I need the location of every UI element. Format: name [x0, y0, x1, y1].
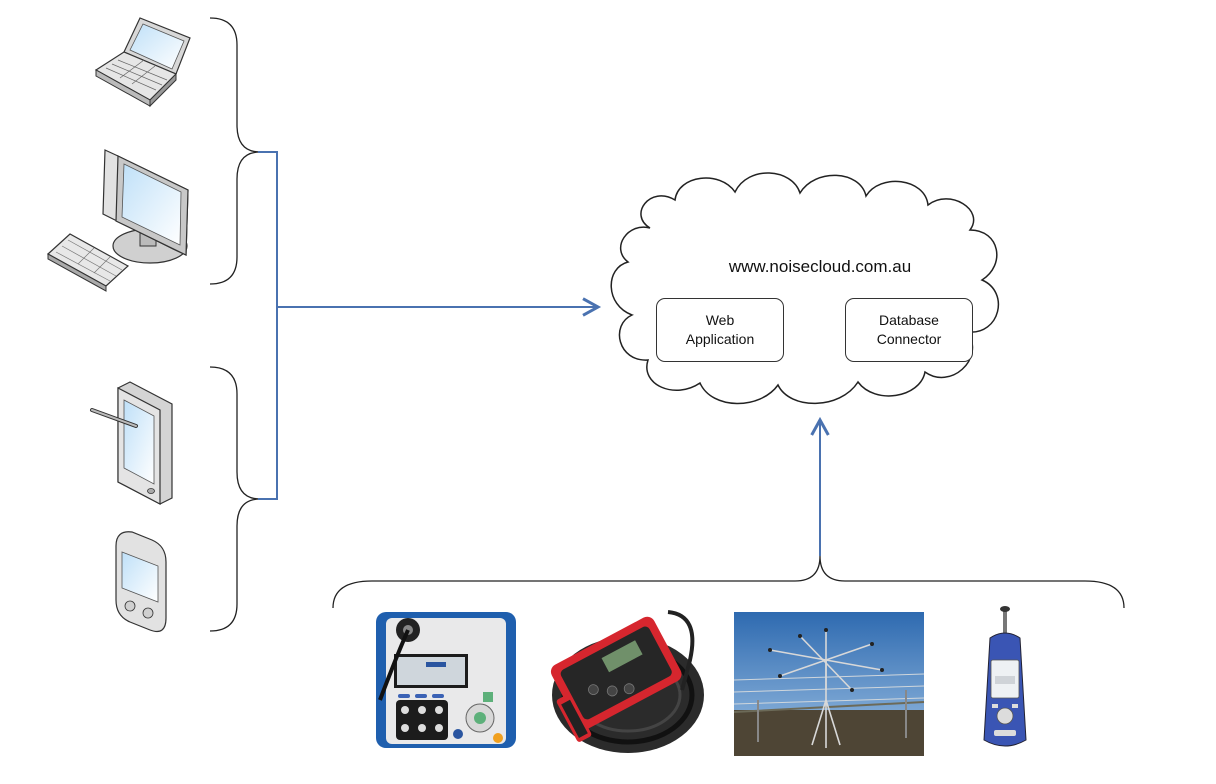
- cloud-shape: [610, 172, 999, 405]
- database-connector-line2: Connector: [876, 331, 942, 347]
- vibration-meter-photo: [376, 612, 516, 748]
- web-application-line2: Application: [685, 331, 755, 347]
- sound-level-meter-photo: [983, 606, 1027, 747]
- database-connector-box: Database Connector: [845, 298, 973, 362]
- instrument-brace: [332, 555, 1125, 609]
- web-application-line1: Web: [705, 312, 735, 328]
- client-brace-top: [209, 17, 261, 285]
- handheld-pda-icon: [115, 531, 167, 633]
- laptop-icon: [94, 17, 191, 108]
- cloud-url-label: www.noisecloud.com.au: [728, 257, 912, 276]
- tablet-with-stylus-icon: [90, 381, 173, 505]
- desktop-computer-icon: [46, 149, 189, 292]
- database-connector-line1: Database: [879, 312, 939, 328]
- web-application-box: Web Application: [656, 298, 784, 362]
- noise-logger-photo: [550, 610, 704, 753]
- microphone-array-photo: [733, 612, 925, 756]
- client-brace-bottom: [209, 366, 261, 632]
- client-connector-line: [258, 151, 598, 500]
